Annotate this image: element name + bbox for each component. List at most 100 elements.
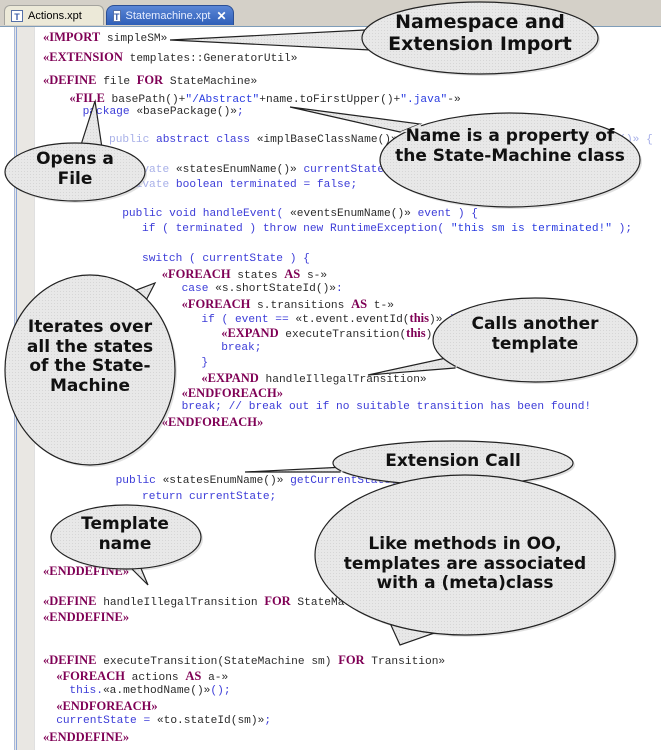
code-token: templates::GeneratorUtil» <box>122 53 298 65</box>
code-token: «to.stateId(sm)» <box>156 715 265 727</box>
code-token: «s.shortStateId()» <box>215 283 337 295</box>
code-token: (); <box>210 685 231 697</box>
code-token: break; // break out if no suitable trans… <box>181 401 592 413</box>
code-keyword: «DEFINE <box>43 73 97 87</box>
code-token: StateMachine» <box>163 76 258 88</box>
callout-text-like-methods: Like methods in OO, templates are associ… <box>343 534 587 594</box>
code-line: public void handleEvent( «eventsEnumName… <box>122 207 478 221</box>
code-keyword: «FOREACH <box>161 267 231 281</box>
callout-text-iterates-states: Iterates over all the states of the Stat… <box>26 317 154 396</box>
code-keyword: «ENDDEFINE» <box>43 610 130 624</box>
tab-statemachine-xpt[interactable]: T Statemachine.xpt ✕ <box>106 5 234 25</box>
code-line: «FOREACH states AS s-» <box>162 267 327 283</box>
code-keyword: this <box>406 326 426 340</box>
code-keyword: «ENDFOREACH» <box>56 699 158 713</box>
code-token: public <box>115 475 163 487</box>
callout-text-calls-template: Calls another template <box>471 314 599 354</box>
code-keyword: this <box>409 311 429 325</box>
code-token: basePath()+ <box>104 94 186 106</box>
code-line: } <box>122 445 129 459</box>
code-token: currentState <box>303 164 391 176</box>
tab-actions-xpt[interactable]: T Actions.xpt <box>4 5 104 25</box>
code-token: : <box>336 283 343 295</box>
code-line: «DEFINE executeTransition(StateMachine s… <box>43 653 445 669</box>
tab-label: Statemachine.xpt <box>125 9 211 22</box>
code-keyword: «ENDFOREACH» <box>181 386 283 400</box>
code-token: ".java" <box>400 94 448 106</box>
code-line: «ENDDEFINE» <box>43 730 129 746</box>
callout-text-name-property: Name is a property of the State-Machine … <box>395 126 625 166</box>
code-token: «statesEnumName()» <box>162 475 291 487</box>
code-token: return currentState; <box>142 491 277 503</box>
code-keyword: FOR <box>338 653 365 667</box>
code-token: if ( event == <box>201 314 296 326</box>
code-keyword: «ENDFOREACH» <box>161 415 264 429</box>
code-keyword: «ENDDEFINE» <box>43 564 130 578</box>
code-line: «ENDFOREACH» <box>56 699 157 715</box>
code-keyword: AS <box>351 297 368 311</box>
code-token: abstract class <box>156 134 257 146</box>
code-token: ; <box>264 715 272 727</box>
callout-text-namespace-import: Namespace and Extension Import <box>388 11 572 55</box>
code-keyword: «IMPORT <box>43 30 101 44</box>
code-keyword: «ENDDEFINE» <box>43 730 130 744</box>
template-file-icon: T <box>11 9 23 22</box>
code-line: switch ( currentState ) { <box>142 252 310 266</box>
code-token: Transition» <box>364 656 446 668</box>
code-keyword: «FILE <box>69 91 105 105</box>
code-line: this.«a.methodName()»(); <box>69 684 230 698</box>
code-token: «statesEnumName()» <box>175 164 304 176</box>
code-line: public «statesEnumName()» getCurrentStat… <box>116 474 418 488</box>
code-line: case «s.shortStateId()»: <box>182 282 343 296</box>
code-line: «ENDDEFINE» <box>43 564 129 580</box>
code-token: "/Abstract" <box>185 94 260 106</box>
code-token: s.transitions <box>250 300 352 312</box>
code-token: a-» <box>201 672 229 684</box>
tab-label: Actions.xpt <box>28 9 82 22</box>
code-keyword: «DEFINE <box>43 594 97 608</box>
code-token: getCurrentState() { <box>290 475 418 487</box>
code-token: simpleSM» <box>100 33 168 45</box>
code-token: «a.methodName()» <box>102 685 211 697</box>
code-keyword: AS <box>284 267 301 281</box>
code-token: handleIllegalTransition» <box>258 374 427 386</box>
code-token: +name.toFirstUpper()+ <box>259 94 401 106</box>
code-line: break; // break out if no suitable trans… <box>182 400 592 414</box>
code-line: package «basePackage()»; <box>83 105 244 119</box>
gutter-divider <box>16 27 17 750</box>
code-keyword: «DEFINE <box>43 653 97 667</box>
code-line: } <box>201 356 208 370</box>
code-token: executeTransition( <box>278 329 407 341</box>
code-token: private <box>122 164 176 176</box>
callout-text-extension-call: Extension Call <box>385 451 521 471</box>
code-token: «implBaseClassName()» <box>256 134 405 146</box>
code-line: «FOREACH actions AS a-» <box>56 669 228 685</box>
code-token: currentState = <box>56 715 157 727</box>
code-line: } <box>142 430 149 444</box>
code-token: case <box>181 283 216 295</box>
code-keyword: FOR <box>136 73 164 87</box>
code-line: if ( event == «t.event.eventId(this)» ) … <box>201 311 469 327</box>
code-line: «ENDFOREACH» <box>182 386 283 402</box>
code-line: «FOREACH s.transitions AS t-» <box>182 297 394 313</box>
code-line: «EXTENSION templates::GeneratorUtil» <box>43 50 297 66</box>
code-token: event ) { <box>417 208 479 220</box>
close-icon[interactable]: ✕ <box>216 8 227 23</box>
code-token: boolean terminated = false; <box>175 179 358 191</box>
template-file-icon: T <box>113 9 121 22</box>
code-keyword: «FOREACH <box>181 297 251 311</box>
code-keyword: «FOREACH <box>56 669 125 683</box>
code-token: StateMachine» <box>290 597 385 609</box>
code-line: «DEFINE file FOR StateMachine» <box>43 73 257 89</box>
code-token: actions <box>124 672 186 684</box>
code-keyword: «EXPAND <box>201 371 259 385</box>
code-token: -» <box>447 94 461 106</box>
code-token: this. <box>69 685 103 697</box>
code-token: «eventsEnumName()» <box>290 208 418 220</box>
code-line: «EXPAND handleIllegalTransition» <box>201 371 426 387</box>
code-token: switch ( currentState ) { <box>142 253 310 265</box>
code-line: «ENDFOREACH» <box>162 415 263 431</box>
code-token: if ( terminated ) throw new RuntimeExcep… <box>142 223 451 235</box>
code-token: «basePackage()» <box>136 106 238 118</box>
code-keyword: «EXPAND <box>221 326 279 340</box>
